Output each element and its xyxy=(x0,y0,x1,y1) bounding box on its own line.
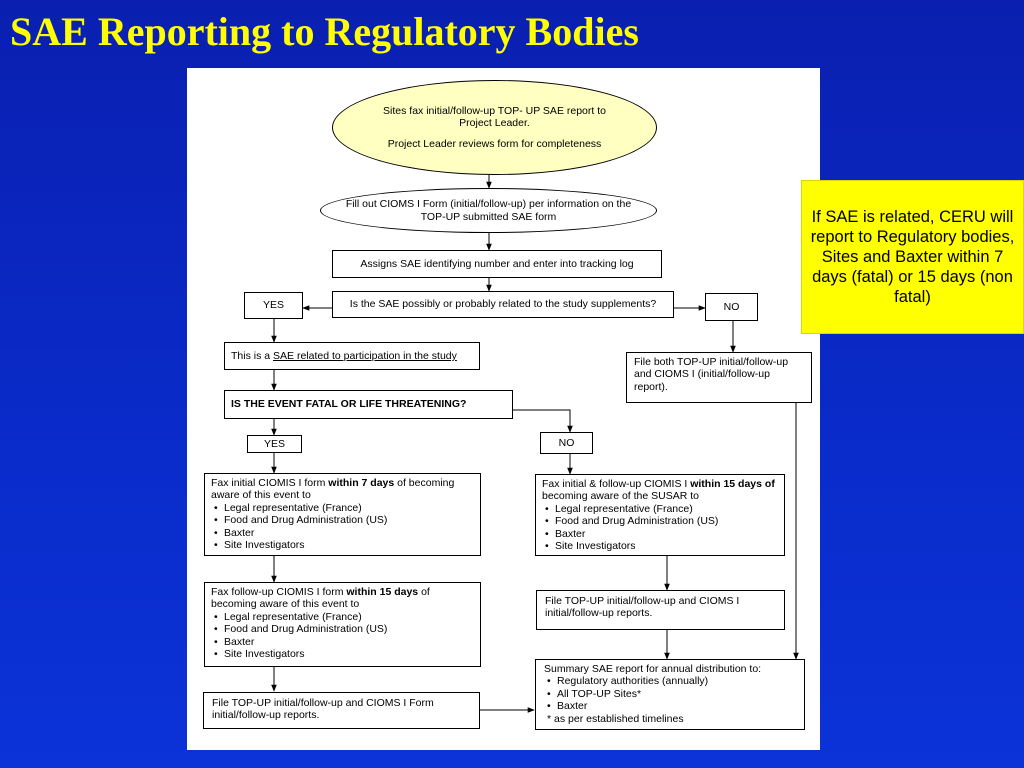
slide-title: SAE Reporting to Regulatory Bodies xyxy=(10,9,639,54)
assign-box: Assigns SAE identifying number and enter… xyxy=(332,250,662,278)
summary-recipients: Regulatory authorities (annually) All TO… xyxy=(544,675,796,713)
callout-note: If SAE is related, CERU will report to R… xyxy=(801,180,1024,334)
fax-7-recipients: Legal representative (France) Food and D… xyxy=(211,502,474,552)
list-item: All TOP-UP Sites* xyxy=(544,688,796,701)
related-box: This is a SAE related to participation i… xyxy=(224,342,480,370)
flowchart-panel: Sites fax initial/follow-up TOP- UP SAE … xyxy=(187,68,820,750)
fax-7-days-box: Fax initial CIOMIS I form within 7 days … xyxy=(204,473,481,556)
list-item: Regulatory authorities (annually) xyxy=(544,675,796,688)
connector-lines xyxy=(271,175,799,713)
file-topup-right-box: File TOP-UP initial/follow-up and CIOMS … xyxy=(536,590,785,630)
summary-note: * as per established timelines xyxy=(547,712,684,725)
list-item: Baxter xyxy=(542,528,778,541)
list-item: Baxter xyxy=(211,636,474,649)
fatal-question-box: IS THE EVENT FATAL OR LIFE THREATENING? xyxy=(224,390,513,419)
start-oval: Sites fax initial/follow-up TOP- UP SAE … xyxy=(332,80,657,175)
arrow-fatal-to-no xyxy=(513,409,573,433)
summary-box: Summary SAE report for annual distributi… xyxy=(535,659,805,730)
cioms-oval: Fill out CIOMS I Form (initial/follow-up… xyxy=(320,188,657,233)
yes-box: YES xyxy=(244,292,303,319)
file-both-box: File both TOP-UP initial/follow-up and C… xyxy=(626,352,812,403)
no-box: NO xyxy=(705,293,758,321)
list-item: Site Investigators xyxy=(211,539,474,552)
no2-box: NO xyxy=(540,432,593,454)
list-item: Food and Drug Administration (US) xyxy=(542,515,778,528)
list-item: Legal representative (France) xyxy=(542,503,778,516)
fax-15-days-box: Fax follow-up CIOMIS I form within 15 da… xyxy=(204,582,481,667)
fax-no-recipients: Legal representative (France) Food and D… xyxy=(542,503,778,553)
file-topup-left-box: File TOP-UP initial/follow-up and CIOMS … xyxy=(203,692,480,729)
list-item: Baxter xyxy=(544,700,796,713)
related-question-box: Is the SAE possibly or probably related … xyxy=(332,291,674,318)
list-item: Food and Drug Administration (US) xyxy=(211,514,474,527)
list-item: Baxter xyxy=(211,527,474,540)
yes2-box: YES xyxy=(247,435,302,453)
list-item: Site Investigators xyxy=(542,540,778,553)
list-item: Site Investigators xyxy=(211,648,474,661)
fax-no-15-days-box: Fax initial & follow-up CIOMIS I within … xyxy=(535,474,785,556)
fax-15-recipients: Legal representative (France) Food and D… xyxy=(211,611,474,661)
list-item: Legal representative (France) xyxy=(211,611,474,624)
list-item: Legal representative (France) xyxy=(211,502,474,515)
list-item: Food and Drug Administration (US) xyxy=(211,623,474,636)
